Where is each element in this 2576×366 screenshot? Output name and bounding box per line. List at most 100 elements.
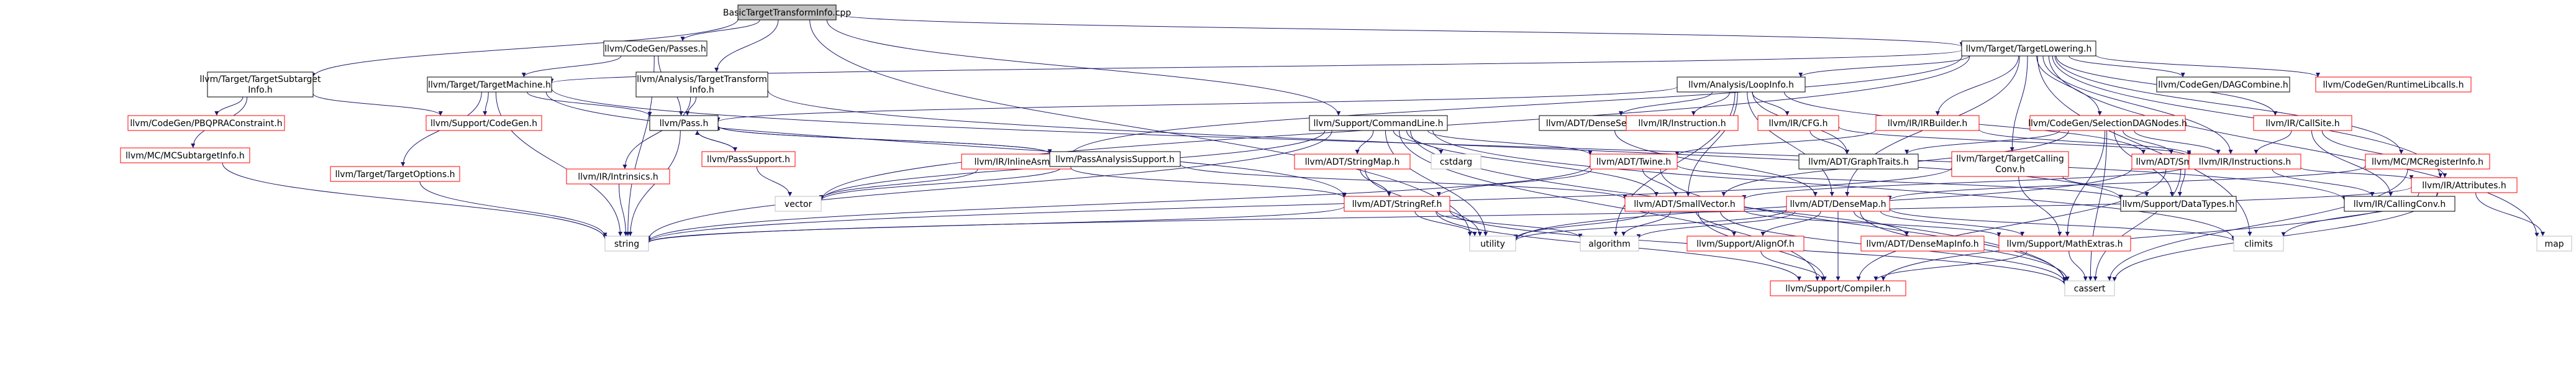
node-codegen-selectiondag[interactable]: llvm/CodeGen/SelectionDAGNodes.h xyxy=(2028,115,2187,131)
node-target-options[interactable]: llvm/Target/TargetOptions.h xyxy=(330,166,460,182)
node-mc-registerinfo[interactable]: llvm/MC/MCRegisterInfo.h xyxy=(2365,153,2490,170)
node-box xyxy=(427,76,552,93)
node-label: llvm/ADT/DenseMapInfo.h xyxy=(1866,239,1978,249)
node-support-alignof[interactable]: llvm/Support/AlignOf.h xyxy=(1686,236,1805,252)
node-box xyxy=(1770,280,1906,296)
node-support-codegen[interactable]: llvm/Support/CodeGen.h xyxy=(426,115,542,131)
node-support-commandline[interactable]: llvm/Support/CommandLine.h xyxy=(1309,115,1448,131)
node-box xyxy=(775,196,822,212)
node-adt-stringref[interactable]: llvm/ADT/StringRef.h xyxy=(1344,196,1450,212)
edge-ir_inlineasm-to-vector xyxy=(819,168,978,200)
node-label: algorithm xyxy=(1588,239,1631,249)
node-label-line-1: llvm/Target/TargetCalling xyxy=(1956,154,2064,164)
node-label-line-2: Info.h xyxy=(248,85,273,95)
node-box xyxy=(1786,196,1890,212)
edge-mc_subtargetinfo-to-string xyxy=(222,162,608,240)
node-codegen-runtimelibcalls[interactable]: llvm/CodeGen/RuntimeLibcalls.h xyxy=(2315,76,2472,93)
node-box xyxy=(1624,196,1745,212)
node-ir-instruction[interactable]: llvm/IR/Instruction.h xyxy=(1626,115,1739,131)
node-codegen-dagcombine[interactable]: llvm/CodeGen/DAGCombine.h xyxy=(2156,76,2290,93)
node-label: llvm/Support/CodeGen.h xyxy=(430,119,537,129)
node-label: llvm/PassAnalysisSupport.h xyxy=(1055,155,1175,165)
node-label: cassert xyxy=(2074,284,2106,294)
edge-analysis_loopinfo-to-pass xyxy=(716,86,1678,122)
edge-pass_analysis_support-to-pass xyxy=(716,126,1050,154)
node-ir-intrinsics[interactable]: llvm/IR/Intrinsics.h xyxy=(566,168,670,185)
edge-codegen_selectiondag-to-ir_instructions xyxy=(2134,130,2221,155)
node-codegen-passes[interactable]: llvm/CodeGen/Passes.h xyxy=(603,40,708,57)
node-analysis-tti[interactable]: llvm/Analysis/TargetTransformInfo.h xyxy=(635,71,768,98)
node-support-compiler[interactable]: llvm/Support/Compiler.h xyxy=(1770,280,1906,296)
node-pass-analysis-support[interactable]: llvm/PassAnalysisSupport.h xyxy=(1049,151,1181,167)
edge-support_alignof-to-support_compiler xyxy=(1760,250,1825,281)
node-pass-support[interactable]: llvm/PassSupport.h xyxy=(701,151,796,167)
edge-target_subtarget-to-codegen_pbqp xyxy=(214,96,243,116)
edge-support_commandline-to-string xyxy=(646,130,1332,240)
node-label: llvm/IR/Attributes.h xyxy=(2422,181,2506,191)
edge-adt_smallptrset-to-support_compiler xyxy=(1856,168,2167,281)
node-label: llvm/ADT/StringRef.h xyxy=(1352,199,1442,209)
node-box xyxy=(2233,236,2284,252)
node-box xyxy=(1626,115,1739,131)
edge-codegen_passes-to-target_machine xyxy=(521,55,622,78)
node-adt-densemapinfo[interactable]: llvm/ADT/DenseMapInfo.h xyxy=(1860,236,1985,252)
node-adt-smallvector[interactable]: llvm/ADT/SmallVector.h xyxy=(1624,196,1745,212)
edge-adt_twine-to-support_datatypes xyxy=(1677,165,2123,200)
edge-support_commandline-to-adt_twine xyxy=(1427,130,1593,155)
edge-support_mathextras-to-support_compiler xyxy=(1873,250,2028,281)
node-ir-callsite[interactable]: llvm/IR/CallSite.h xyxy=(2253,115,2352,131)
node-pass[interactable]: llvm/Pass.h xyxy=(649,115,719,131)
node-box xyxy=(1686,236,1805,252)
node-ir-cfg[interactable]: llvm/IR/CFG.h xyxy=(1757,115,1839,131)
node-ir-irbuilder[interactable]: llvm/IR/IRBuilder.h xyxy=(1875,115,1980,131)
node-codegen-pbqp[interactable]: llvm/CodeGen/PBQPRAConstraint.h xyxy=(127,115,285,131)
node-utility: utility xyxy=(1469,236,1516,252)
node-analysis-loopinfo[interactable]: llvm/Analysis/LoopInfo.h xyxy=(1677,76,1806,93)
node-support-datatypes[interactable]: llvm/Support/DataTypes.h xyxy=(2120,196,2237,212)
edge-target_lowering-to-mc_registerinfo xyxy=(2054,55,2404,155)
node-label: cstdarg xyxy=(1440,157,1472,167)
node-mc-subtargetinfo[interactable]: llvm/MC/MCSubtargetInfo.h xyxy=(120,147,250,163)
edge-target_options-to-string xyxy=(419,181,608,237)
edge-target_lowering-to-target_callingconv xyxy=(2009,55,2028,152)
edge-codegen_selectiondag-to-adt_smallptrset xyxy=(2123,130,2173,155)
edge-adt_smallvector-to-utility xyxy=(1513,211,1649,239)
node-box xyxy=(120,147,250,163)
node-box xyxy=(1580,236,1639,252)
node-adt-graphtraits[interactable]: llvm/ADT/GraphTraits.h xyxy=(1798,153,1919,170)
node-adt-densemap[interactable]: llvm/ADT/DenseMap.h xyxy=(1786,196,1890,212)
edge-target_callingconv-to-support_mathextras xyxy=(2018,176,2062,237)
node-support-mathextras[interactable]: llvm/Support/MathExtras.h xyxy=(1998,236,2131,252)
node-ir-callingconv[interactable]: llvm/IR/CallingConv.h xyxy=(2344,196,2455,212)
node-adt-stringmap[interactable]: llvm/ADT/StringMap.h xyxy=(1294,153,1411,170)
edge-ir_instructions-to-ir_attributes xyxy=(2300,167,2414,180)
node-ir-attributes[interactable]: llvm/IR/Attributes.h xyxy=(2411,177,2518,193)
edge-pass_analysis_support-to-adt_smallvector xyxy=(1180,163,1627,199)
edge-ir_intrinsics-to-string xyxy=(619,183,628,237)
edge-target_machine-to-pass xyxy=(527,91,652,117)
node-box xyxy=(566,168,670,185)
node-target-machine[interactable]: llvm/Target/TargetMachine.h xyxy=(427,76,552,93)
node-adt-twine[interactable]: llvm/ADT/Twine.h xyxy=(1590,153,1678,170)
edge-adt_smallvector-to-algorithm xyxy=(1621,211,1671,237)
edge-root-to-utility xyxy=(809,19,1472,237)
node-box xyxy=(1294,153,1411,170)
node-label: llvm/CodeGen/RuntimeLibcalls.h xyxy=(2323,80,2464,90)
node-label: llvm/Target/TargetOptions.h xyxy=(335,170,455,180)
edge-codegen_selectiondag-to-cassert xyxy=(2088,130,2108,281)
node-target-lowering[interactable]: llvm/Target/TargetLowering.h xyxy=(1961,40,2096,57)
node-root[interactable]: BasicTargetTransformInfo.cpp xyxy=(723,4,851,21)
node-label: llvm/IR/IRBuilder.h xyxy=(1888,119,1967,129)
node-label-line-2: Conv.h xyxy=(1995,165,2025,175)
edge-support_commandline-to-climits xyxy=(1432,130,2236,240)
edge-codegen_selectiondag-to-adt_graphtraits xyxy=(1905,130,2060,155)
edge-target_machine-to-support_codegen xyxy=(483,91,489,116)
edge-adt_smallptrset-to-cassert xyxy=(2093,168,2182,281)
node-box xyxy=(1961,40,2096,57)
edge-support_commandline-to-adt_smallvector xyxy=(1406,130,1659,197)
node-ir-instructions[interactable]: llvm/IR/Instructions.h xyxy=(2188,153,2301,170)
node-string: string xyxy=(604,236,649,252)
